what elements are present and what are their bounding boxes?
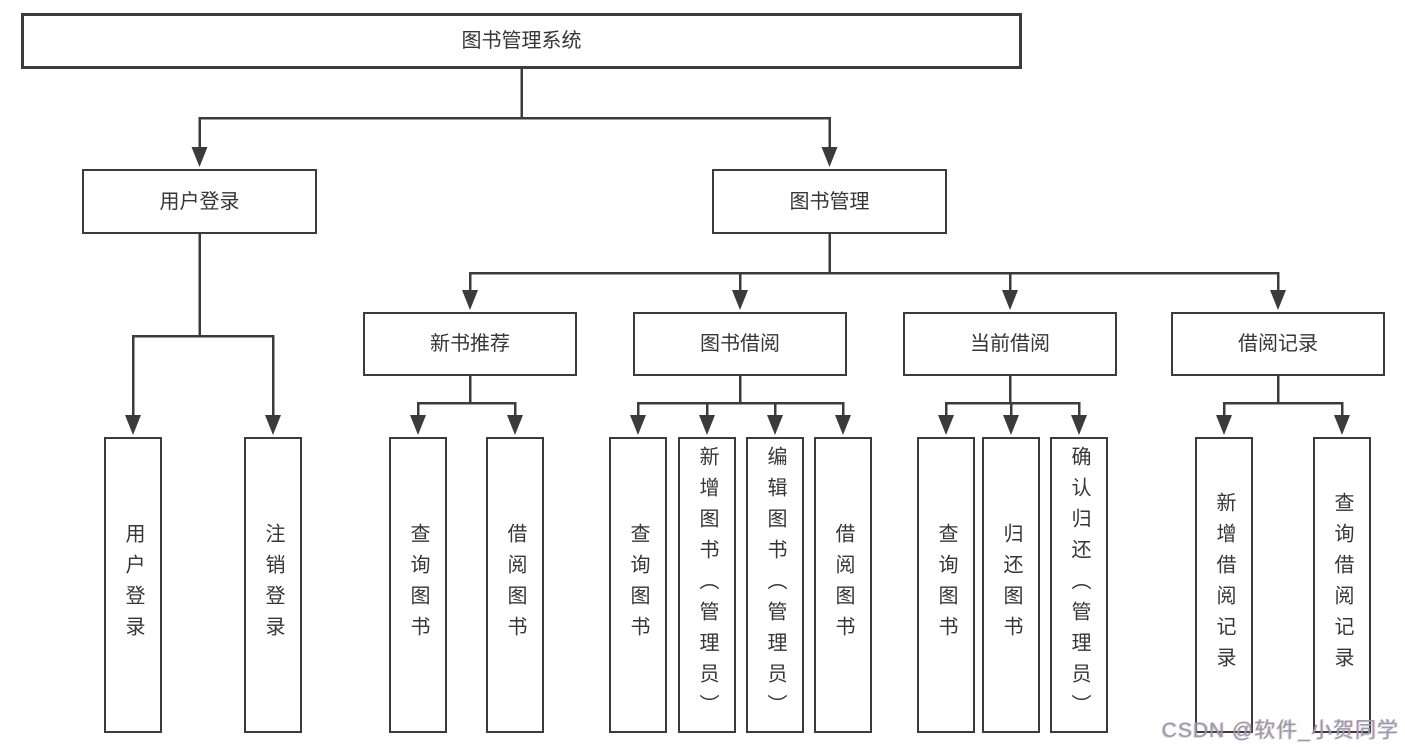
arrowhead-icon [699,415,715,435]
arrowhead-icon [630,415,646,435]
node-label: 借阅图书 [504,523,526,647]
node-leaf-logout: 注销登录 [244,437,302,733]
node-label: 图书管理系统 [461,30,582,52]
arrowhead-icon [732,290,748,310]
node-leaf-nb-borrow: 借阅图书 [486,437,544,733]
node-user-login: 用户登录 [82,169,317,234]
watermark: CSDN @软件_小贺同学 [1161,719,1399,742]
node-label: 新增借阅记录 [1213,492,1235,678]
node-leaf-cb-query: 查询图书 [917,437,975,733]
arrowhead-icon [1003,415,1019,435]
node-label: 查询图书 [935,523,957,647]
node-leaf-bb-query: 查询图书 [609,437,667,733]
arrowhead-icon [507,415,523,435]
arrowhead-icon [767,415,783,435]
node-leaf-user-login: 用户登录 [104,437,162,733]
node-leaf-bb-edit: 编辑图书（管理员） [746,437,804,733]
node-label: 查询借阅记录 [1331,492,1353,678]
node-label: 查询图书 [627,523,649,647]
node-label: 借阅记录 [1238,333,1318,355]
arrowhead-icon [821,147,838,167]
node-label: 编辑图书（管理员） [764,445,786,725]
node-root: 图书管理系统 [21,13,1022,69]
arrowhead-icon [1270,290,1286,310]
node-current-borrow: 当前借阅 [903,312,1117,376]
node-label: 新书推荐 [430,333,510,355]
node-label: 新增图书（管理员） [696,445,718,725]
arrowhead-icon [462,290,478,310]
node-label: 借阅图书 [832,523,854,647]
node-label: 用户登录 [122,523,144,647]
arrowhead-icon [1216,415,1232,435]
node-label: 用户登录 [159,190,240,213]
arrowhead-icon [835,415,851,435]
node-label: 查询图书 [407,523,429,647]
node-leaf-bb-add: 新增图书（管理员） [678,437,736,733]
node-label: 归还图书 [1000,523,1022,647]
node-label: 当前借阅 [970,333,1050,355]
node-new-book-rec: 新书推荐 [363,312,577,376]
node-book-borrow: 图书借阅 [633,312,847,376]
node-leaf-nb-query: 查询图书 [389,437,447,733]
arrowhead-icon [1002,290,1018,310]
node-leaf-br-add: 新增借阅记录 [1195,437,1253,733]
node-label: 确认归还（管理员） [1068,445,1090,725]
node-leaf-cb-return: 归还图书 [982,437,1040,733]
arrowhead-icon [938,415,954,435]
arrowhead-icon [125,415,141,435]
node-label: 图书管理 [789,190,870,213]
node-leaf-cb-confirm: 确认归还（管理员） [1050,437,1108,733]
arrowhead-icon [191,147,208,167]
arrowhead-icon [1334,415,1350,435]
arrowhead-icon [265,415,281,435]
node-label: 注销登录 [262,523,284,647]
node-borrow-record: 借阅记录 [1171,312,1385,376]
arrowhead-icon [1071,415,1087,435]
node-leaf-bb-borrow: 借阅图书 [814,437,872,733]
arrowhead-icon [410,415,426,435]
node-label: 图书借阅 [700,333,780,355]
node-leaf-br-query: 查询借阅记录 [1313,437,1371,733]
node-book-mgmt: 图书管理 [712,169,947,234]
